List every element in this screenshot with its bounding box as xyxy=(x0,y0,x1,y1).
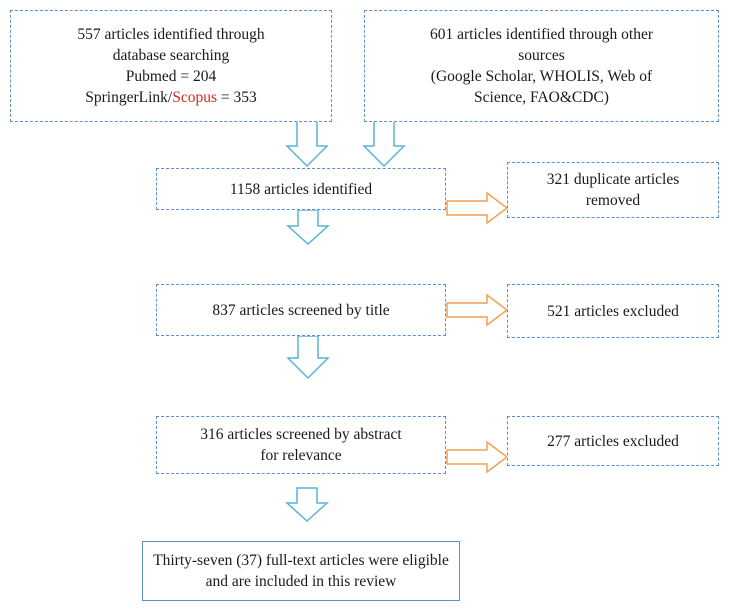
other-line-1: 601 articles identified through other xyxy=(430,26,653,43)
articles-identified-box: 1158 articles identified xyxy=(156,168,446,210)
database-line-4: SpringerLink/Scopus = 353 xyxy=(85,87,257,108)
database-search-box: 557 articles identified through database… xyxy=(10,10,332,122)
excluded-abstract-box: 277 articles excluded xyxy=(507,416,719,466)
duplicates-line-2: removed xyxy=(585,192,641,209)
database-line-2: database searching xyxy=(112,47,230,64)
excluded-title-box: 521 articles excluded xyxy=(507,284,719,338)
abstract-line-1: 316 articles screened by abstract xyxy=(200,426,402,443)
other-line-4: Science, FAO&CDC) xyxy=(474,89,609,106)
final-included-box: Thirty-seven (37) full-text articles wer… xyxy=(142,541,460,601)
abstract-line-2: for relevance xyxy=(260,447,342,464)
other-sources-box: 601 articles identified through other so… xyxy=(364,10,719,122)
identified-text: 1158 articles identified xyxy=(229,180,373,198)
database-line-3: Pubmed = 204 xyxy=(125,68,217,85)
down-arrow-icon xyxy=(286,335,330,380)
down-arrow-icon xyxy=(286,209,330,246)
other-line-3: (Google Scholar, WHOLIS, Web of xyxy=(430,68,653,85)
excluded-abstract-text: 277 articles excluded xyxy=(547,432,679,450)
scopus-label: Scopus xyxy=(172,89,217,106)
right-arrow-icon xyxy=(446,191,509,225)
final-line-2: and are included in this review xyxy=(205,573,397,590)
duplicates-removed-box: 321 duplicate articles removed xyxy=(507,162,719,218)
springer-scopus-count: = 353 xyxy=(217,89,257,106)
other-line-2: sources xyxy=(518,47,565,64)
final-line-1: Thirty-seven (37) full-text articles wer… xyxy=(153,552,449,569)
right-arrow-icon xyxy=(446,293,509,327)
excluded-title-text: 521 articles excluded xyxy=(547,302,679,320)
duplicates-line-1: 321 duplicate articles xyxy=(546,171,680,188)
database-line-1: 557 articles identified through xyxy=(77,26,265,43)
screened-abstract-box: 316 articles screened by abstract for re… xyxy=(156,416,446,474)
title-text: 837 articles screened by title xyxy=(212,301,390,319)
right-arrow-icon xyxy=(446,440,509,474)
springerlink-label: SpringerLink/ xyxy=(85,89,173,106)
screened-title-box: 837 articles screened by title xyxy=(156,284,446,336)
down-arrow-icon xyxy=(285,487,329,523)
